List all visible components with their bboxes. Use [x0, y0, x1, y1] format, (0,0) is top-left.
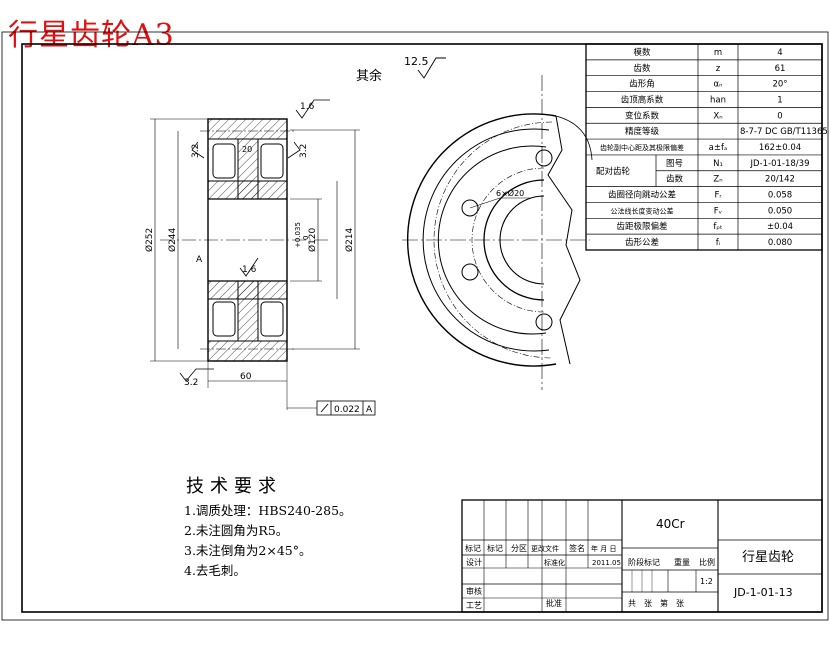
param-value: 0 — [777, 111, 782, 121]
param-name: 齿形角 — [629, 79, 655, 90]
param-value: 1 — [777, 95, 782, 105]
param-symbol: Fᵣ — [714, 191, 722, 201]
param-table-text: 模数 m 4 齿数 z 61 齿形角 αₙ 20° 齿顶高系数 han 1 变位系数 Xₙ 0 精度等级 8-7… — [596, 47, 828, 248]
tb-check: 审核 — [466, 586, 482, 596]
sheet-outer-border — [1, 31, 829, 621]
dim-pitch: Ø244 — [167, 227, 178, 252]
param-value: 0.058 — [768, 191, 792, 201]
tb-count: 标记 — [487, 543, 503, 553]
param-name: 模数 — [633, 47, 651, 58]
tb-approve: 批准 — [546, 598, 562, 608]
param-symbol: Zₙ — [713, 175, 722, 185]
rest-label: 其余 — [356, 68, 382, 84]
front-view — [402, 75, 593, 390]
param-value: 4 — [777, 48, 782, 58]
title-block — [461, 499, 823, 613]
tb-mark: 标记 — [465, 543, 481, 553]
param-value: 8-7-7 DC GB/T11365 — [740, 127, 828, 137]
tb-drawing-no: JD-1-01-13 — [733, 586, 793, 599]
dim-face-width: 60 — [240, 372, 252, 382]
datum-symbol: A — [196, 255, 203, 265]
tb-year: 2011.05 — [592, 559, 621, 567]
dim-bore-tol-lower: 0 — [302, 236, 310, 240]
param-name: 变位系数 — [625, 110, 660, 121]
sheet-inner-border — [21, 43, 823, 613]
tb-part-name: 行星齿轮 — [742, 550, 794, 565]
tb-process: 工艺 — [466, 601, 482, 610]
tb-material: 40Cr — [656, 517, 685, 531]
section-view — [150, 57, 446, 416]
tb-design: 设计 — [466, 557, 482, 567]
param-name: 齿数 — [633, 63, 651, 74]
roughness-right: 3.2 — [299, 144, 309, 158]
tech-note-1: 1.调质处理：HBS240-285。 — [184, 503, 352, 518]
param-name: 齿顶高系数 — [621, 94, 664, 105]
dim-bore-tol-upper: +0.035 — [294, 222, 302, 248]
param-value: 162±0.04 — [759, 143, 801, 153]
tb-scale: 比例 — [699, 557, 715, 567]
tb-date: 年 月 日 — [591, 544, 616, 553]
dim-hub: Ø214 — [344, 227, 355, 252]
tb-sheets: 共 张 第 张 — [628, 598, 684, 608]
param-value: 20/142 — [765, 175, 795, 185]
param-symbol: z — [716, 64, 721, 74]
runout-value: 0.022 — [334, 405, 360, 415]
param-symbol: αₙ — [714, 80, 723, 90]
dim-outer: Ø252 — [144, 228, 155, 252]
param-value: JD-1-01-18/39 — [750, 159, 810, 169]
runout-datum: A — [366, 405, 373, 415]
param-value: 61 — [775, 64, 786, 74]
roughness-left: 3.2 — [191, 144, 201, 158]
param-symbol: a±fₐ — [709, 143, 728, 153]
tech-note-2: 2.未注圆角为R5。 — [184, 523, 289, 538]
param-name: 齿圈径向跳动公差 — [608, 190, 676, 201]
param-value: 0.050 — [768, 206, 792, 216]
param-sub: 图号 — [666, 159, 683, 169]
dim-tooth-width: 20 — [242, 145, 252, 154]
param-table — [585, 43, 823, 251]
tb-scale-value: 1:2 — [700, 577, 713, 586]
rest-roughness: 12.5 — [404, 55, 429, 68]
tb-standard: 标准化 — [544, 558, 565, 567]
param-symbol: Fᵥ — [714, 206, 723, 216]
roughness-mid: 1.6 — [242, 265, 257, 275]
tech-note-3: 3.未注倒角为2×45°。 — [184, 543, 312, 558]
tb-weight: 重量 — [674, 557, 690, 567]
param-name: 齿轮副中心距及其极限偏差 — [600, 143, 684, 152]
param-name: 齿距极限偏差 — [616, 221, 667, 232]
param-value: ±0.04 — [767, 222, 793, 232]
param-symbol: fₚₜ — [713, 222, 722, 232]
tb-stage: 阶段标记 — [628, 557, 660, 567]
roughness-top: 1.6 — [300, 102, 315, 112]
param-name: 公法线长度变动公差 — [611, 206, 674, 215]
tech-requirements-title: 技术要求 — [186, 476, 282, 497]
sheet-title: 行星齿轮A3 — [8, 18, 175, 53]
param-symbol: fᵢ — [716, 238, 721, 248]
param-name: 齿形公差 — [625, 237, 659, 248]
param-symbol: N₁ — [713, 159, 723, 169]
param-value: 0.080 — [768, 238, 792, 248]
param-symbol: Xₙ — [713, 111, 722, 121]
roughness-bottom: 3.2 — [184, 378, 198, 388]
holes-note: 6×Ø20 — [496, 188, 524, 198]
tb-change: 更改文件 — [531, 544, 559, 553]
param-sub: 齿数 — [666, 174, 684, 185]
param-value: 20° — [772, 80, 787, 90]
tech-note-4: 4.去毛刺。 — [184, 563, 246, 578]
tb-zone: 分区 — [511, 544, 527, 553]
param-symbol: m — [714, 48, 722, 58]
param-name: 精度等级 — [625, 126, 660, 137]
param-name: 配对齿轮 — [596, 166, 631, 177]
param-symbol: han — [710, 95, 726, 105]
tb-sign: 签名 — [569, 543, 585, 553]
dim-bore: Ø120 — [307, 227, 318, 252]
